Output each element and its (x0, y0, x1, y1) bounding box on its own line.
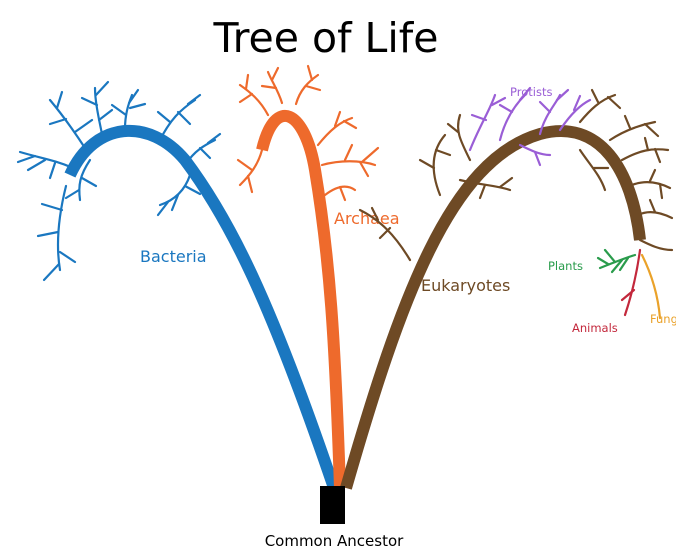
bacteria-label: Bacteria (140, 247, 207, 266)
eukaryotes-trunk (346, 131, 640, 488)
archaea-branch: Archaea (238, 66, 400, 488)
bacteria-trunk (70, 131, 334, 488)
protists-label: Protists (510, 85, 552, 99)
animals-twigs (622, 250, 640, 315)
plants-label: Plants (548, 259, 583, 273)
common-ancestor-root (320, 486, 345, 524)
plants-twigs (598, 250, 635, 272)
animals-label: Animals (572, 321, 618, 335)
common-ancestor-label: Common Ancestor (265, 532, 404, 550)
eukaryotes-branch: Eukaryotes (346, 88, 672, 488)
eukaryotes-label: Eukaryotes (421, 276, 510, 295)
archaea-trunk (262, 116, 340, 488)
diagram-title: Tree of Life (213, 14, 439, 62)
fungi-label: Fungi (650, 312, 676, 326)
fungi-twigs (642, 255, 660, 318)
archaea-label: Archaea (334, 209, 400, 228)
bacteria-branch: Bacteria (18, 82, 334, 488)
